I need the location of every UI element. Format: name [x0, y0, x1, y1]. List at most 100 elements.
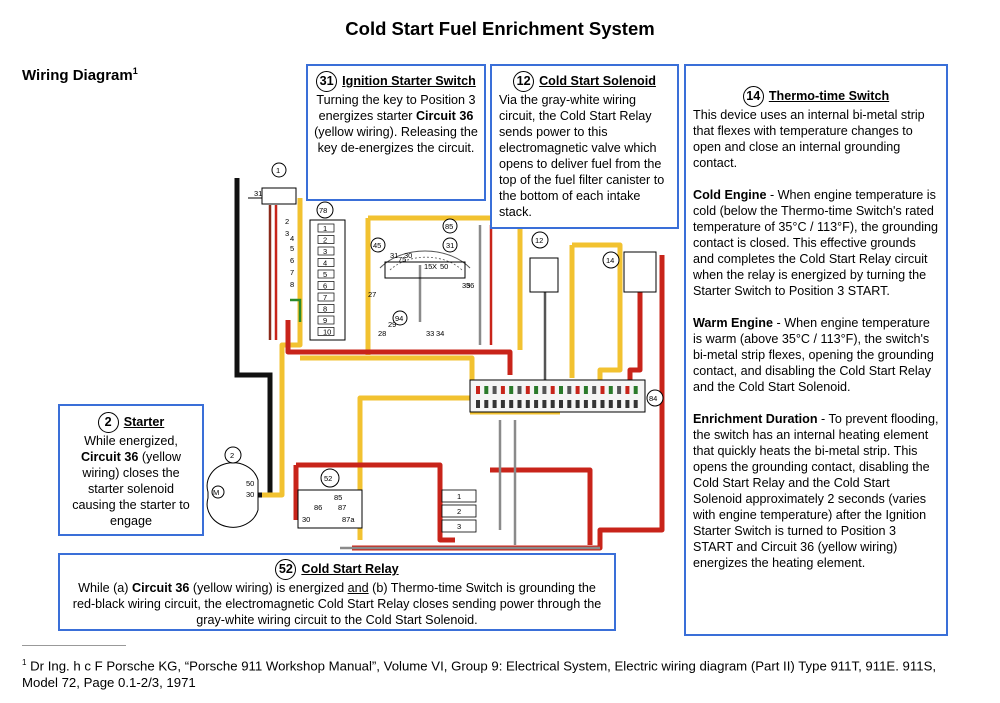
callout-94-circle [392, 310, 408, 326]
connector-pin-top [500, 386, 505, 394]
starter-terminal-label: 50 [246, 479, 254, 488]
callout-14: 14 [606, 256, 614, 265]
relay-pin-label: 86 [314, 503, 322, 512]
relay-text-1: While (a) [78, 581, 133, 595]
solenoid-heading-text: Cold Start Solenoid [539, 73, 656, 88]
ignition-text-2: (yellow wiring). Releasing the key de-en… [314, 125, 478, 155]
connector-pin-bottom [625, 400, 630, 408]
connector-pin-bottom [567, 400, 572, 408]
terminal-label: 2 [285, 217, 289, 226]
thermo-intro: This device uses an internal bi-metal st… [693, 108, 925, 170]
ignition-text: Turning the key to Position 3 energizes … [314, 92, 478, 156]
fuse-number: 5 [323, 270, 327, 279]
instrument-cluster [379, 250, 471, 279]
connector-pin-top [625, 386, 630, 394]
callout-94: 94 [395, 314, 403, 323]
starter-terminal-label: 30 [246, 490, 254, 499]
page-title: Cold Start Fuel Enrichment System [345, 18, 655, 39]
connector-pin-bottom [617, 400, 622, 408]
fuse-cell [317, 281, 335, 290]
relay-text-3: (b) Thermo-time Switch is grounding the … [72, 581, 602, 627]
relay-pin-label: 87a [342, 515, 355, 524]
fuse-cell [317, 246, 335, 256]
black-ground-wire [234, 178, 273, 498]
callout-84: 84 [649, 394, 657, 403]
fuse-cell [317, 258, 335, 267]
starter-text-2: (yellow wiring) closes the starter solen… [72, 450, 190, 528]
terminal-label: 27 [368, 290, 376, 299]
terminal-label: 6 [290, 256, 294, 265]
terminal-label: 28 [378, 329, 386, 338]
fuse-cell [317, 269, 335, 279]
fuse-number: 7 [323, 293, 327, 302]
cold-engine-text: - When engine temperature is cold (below… [693, 188, 939, 298]
callout-31-circle [442, 237, 458, 253]
connector-pin-bottom [542, 400, 547, 408]
connector-pin-top [617, 386, 622, 394]
subtitle-footnote-ref: 1 [132, 66, 138, 76]
solenoid-text: Via the gray-white wiring circuit, the C… [499, 93, 665, 219]
connector-pin-top [633, 386, 638, 394]
connector-strip-84: 84 [469, 379, 664, 413]
cold-start-relay-component: 52 [297, 468, 363, 529]
relay-block-number: 1 [457, 492, 461, 501]
relay-block [441, 519, 477, 533]
connector-pin-top [509, 386, 514, 394]
relay-block [441, 504, 477, 518]
fuse-cell [317, 304, 335, 313]
terminal-label: 36 [466, 281, 474, 290]
footnote-ref: 1 [22, 658, 27, 667]
callout-78: 78 [319, 206, 327, 215]
cold-engine-heading: Cold Engine [693, 188, 767, 202]
callout-12: 12 [535, 236, 543, 245]
thermo-cold-engine: Cold Engine - When engine temperature is… [693, 187, 939, 299]
relay-circuit: Circuit 36 [132, 581, 190, 595]
callout-45-circle [370, 237, 386, 253]
relay-pin-label: 87 [338, 503, 346, 512]
footnote-rule [22, 645, 126, 646]
connector-pin-bottom [476, 400, 480, 408]
enrichment-duration-heading: Enrichment Duration [693, 412, 818, 426]
callout-85-circle [442, 218, 458, 234]
connector-pin-top [525, 386, 530, 394]
starter-terminals: 50 30 M [213, 479, 254, 499]
ign-terminal-31: 31 [254, 189, 262, 198]
fuse-number: 9 [323, 316, 327, 325]
callout-85: 85 [445, 222, 453, 231]
starter-component: 2 [206, 446, 259, 528]
relay-blocks: 123 [441, 489, 477, 533]
ignition-text-1: Turning the key to Position 3 energizes … [316, 93, 476, 123]
cold-start-solenoid-component: 12 [529, 231, 559, 293]
connector-pin-bottom [500, 400, 505, 408]
fuse-cell [317, 292, 335, 302]
terminal-label: X [432, 262, 437, 271]
starter-terminal-label: M [213, 488, 219, 497]
connector-pin-bottom [575, 400, 580, 408]
callout-1-circle [271, 162, 287, 178]
connector-pin-top [476, 386, 480, 394]
relay-and: and [347, 581, 369, 595]
footnote-text: Dr Ing. h c F Porsche KG, “Porsche 911 W… [22, 658, 937, 691]
terminal-label: 29 [388, 320, 396, 329]
connector-pin-bottom [559, 400, 563, 408]
connector-pin-top [550, 386, 555, 394]
callout-31: 31 [446, 241, 454, 250]
warm-engine-heading: Warm Engine [693, 316, 774, 330]
connector-pin-bottom [492, 400, 497, 408]
ignition-circuit: Circuit 36 [415, 109, 474, 123]
terminal-label: 75 [398, 255, 406, 264]
ignition-switch-component: 31 [248, 187, 297, 205]
connector-pin-top [559, 386, 563, 394]
terminal-label: 33 [426, 329, 434, 338]
fuse-number: 2 [323, 236, 327, 245]
thermo-enrichment-duration: Enrichment Duration - To prevent floodin… [693, 411, 939, 571]
terminal-label: 35 [462, 281, 470, 290]
fuse-number: 6 [323, 282, 327, 291]
terminal-label: 5 [290, 244, 294, 253]
thermo-heading-text: Thermo-time Switch [768, 88, 890, 103]
starter-heading-text: Starter [123, 414, 165, 429]
